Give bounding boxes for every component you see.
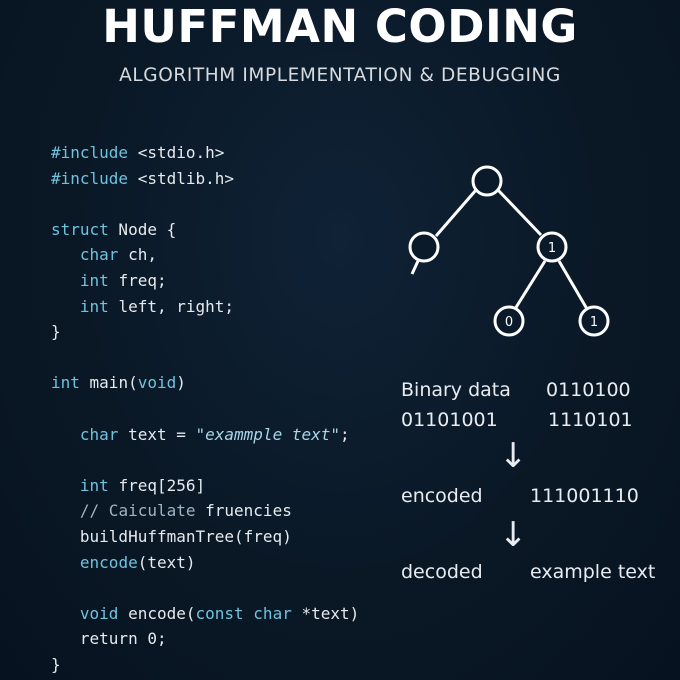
binary-value: 0110100 bbox=[546, 379, 631, 401]
binary-value: 1110101 bbox=[548, 409, 633, 431]
code-token: encode bbox=[79, 552, 138, 572]
tree-edges bbox=[410, 188, 589, 310]
code-line: struct Node { bbox=[51, 217, 359, 243]
code-line: // Caiculate fruencies bbox=[51, 498, 359, 524]
code-block: #include <stdio.h>#include <stdlib.h>str… bbox=[51, 140, 359, 677]
code-token: struct bbox=[51, 219, 109, 239]
code-token: fruencies bbox=[195, 501, 292, 521]
code-token: main( bbox=[79, 373, 138, 393]
tree-edge-left-stub bbox=[410, 260, 420, 275]
code-token: int bbox=[79, 296, 109, 316]
tree-node-right-left: 0 bbox=[493, 305, 525, 337]
tree-node-label: 0 bbox=[505, 315, 513, 330]
code-token: left, right; bbox=[108, 296, 235, 316]
code-token: #include bbox=[51, 143, 129, 162]
code-line: int left, right; bbox=[51, 294, 359, 320]
code-token: encode( bbox=[118, 603, 196, 623]
arrow-down-icon: ↓ bbox=[499, 515, 528, 555]
tree-edge-right-right bbox=[557, 260, 589, 310]
code-token: int bbox=[79, 270, 109, 290]
decoded-value: example text bbox=[530, 561, 656, 583]
encoded-label: encoded bbox=[401, 485, 483, 507]
code-token: Node { bbox=[108, 219, 177, 239]
code-line: } bbox=[51, 319, 359, 345]
code-line: return 0; bbox=[51, 626, 359, 652]
code-line: int freq[256] bbox=[51, 473, 359, 499]
code-line: encode(text) bbox=[51, 550, 359, 576]
code-token: } bbox=[51, 322, 61, 342]
code-token: <stdio.h> bbox=[128, 143, 225, 162]
tree-node-right: 1 bbox=[536, 231, 568, 263]
code-token: return 0; bbox=[51, 629, 167, 649]
code-line: int freq; bbox=[51, 268, 359, 294]
encoded-value: 111001110 bbox=[530, 485, 639, 507]
tree-edge-root-right bbox=[496, 188, 543, 237]
code-token: const char bbox=[195, 603, 292, 623]
code-line: buildHuffmanTree(freq) bbox=[51, 524, 359, 550]
code-token: // Caiculate bbox=[79, 501, 196, 521]
code-line: char text = "exammple text"; bbox=[51, 422, 359, 448]
code-line: } bbox=[51, 652, 359, 678]
code-line: int main(void) bbox=[51, 370, 359, 396]
tree-node-right-right: 1 bbox=[578, 305, 610, 337]
tree-node-label: 1 bbox=[590, 315, 598, 330]
binary-value: 01101001 bbox=[401, 409, 498, 431]
tree-node-label: 1 bbox=[548, 241, 556, 256]
page-subtitle: ALGORITHM IMPLEMENTATION & DEBUGGING bbox=[119, 65, 561, 86]
code-token: #include bbox=[51, 168, 129, 188]
code-token: void bbox=[79, 603, 119, 623]
tree-node-root bbox=[471, 165, 503, 197]
code-token: freq[256] bbox=[108, 475, 206, 495]
code-token: buildHuffmanTree(freq) bbox=[51, 526, 292, 546]
code-token: int bbox=[51, 373, 80, 393]
code-token: void bbox=[137, 373, 177, 393]
tree-edge-right-left bbox=[513, 260, 547, 310]
code-line: char ch, bbox=[51, 242, 359, 268]
code-token: freq; bbox=[108, 270, 167, 290]
code-line: #include <stdlib.h> bbox=[51, 166, 359, 192]
code-token: ; bbox=[340, 424, 350, 444]
code-line: void encode(const char *text) bbox=[51, 601, 359, 627]
code-token: } bbox=[51, 654, 61, 674]
code-token: int bbox=[79, 475, 109, 495]
code-token: <stdlib.h> bbox=[128, 168, 235, 188]
code-token: (text) bbox=[137, 552, 196, 572]
code-token: *text) bbox=[291, 603, 360, 623]
page-title: HUFFMAN CODING bbox=[102, 0, 578, 53]
arrow-down-icon: ↓ bbox=[499, 436, 528, 476]
code-token: char bbox=[79, 245, 119, 265]
code-token: char bbox=[79, 424, 119, 444]
code-token: text = bbox=[118, 424, 196, 444]
code-token: ch, bbox=[118, 245, 157, 265]
decoded-label: decoded bbox=[401, 561, 483, 583]
code-line: #include <stdio.h> bbox=[51, 140, 359, 166]
binary-data-label: Binary data bbox=[401, 379, 511, 401]
code-token: ) bbox=[176, 373, 186, 393]
tree-edge-root-left bbox=[434, 189, 478, 237]
tree-node-left bbox=[408, 231, 440, 263]
code-token: "exammple text" bbox=[195, 424, 341, 444]
